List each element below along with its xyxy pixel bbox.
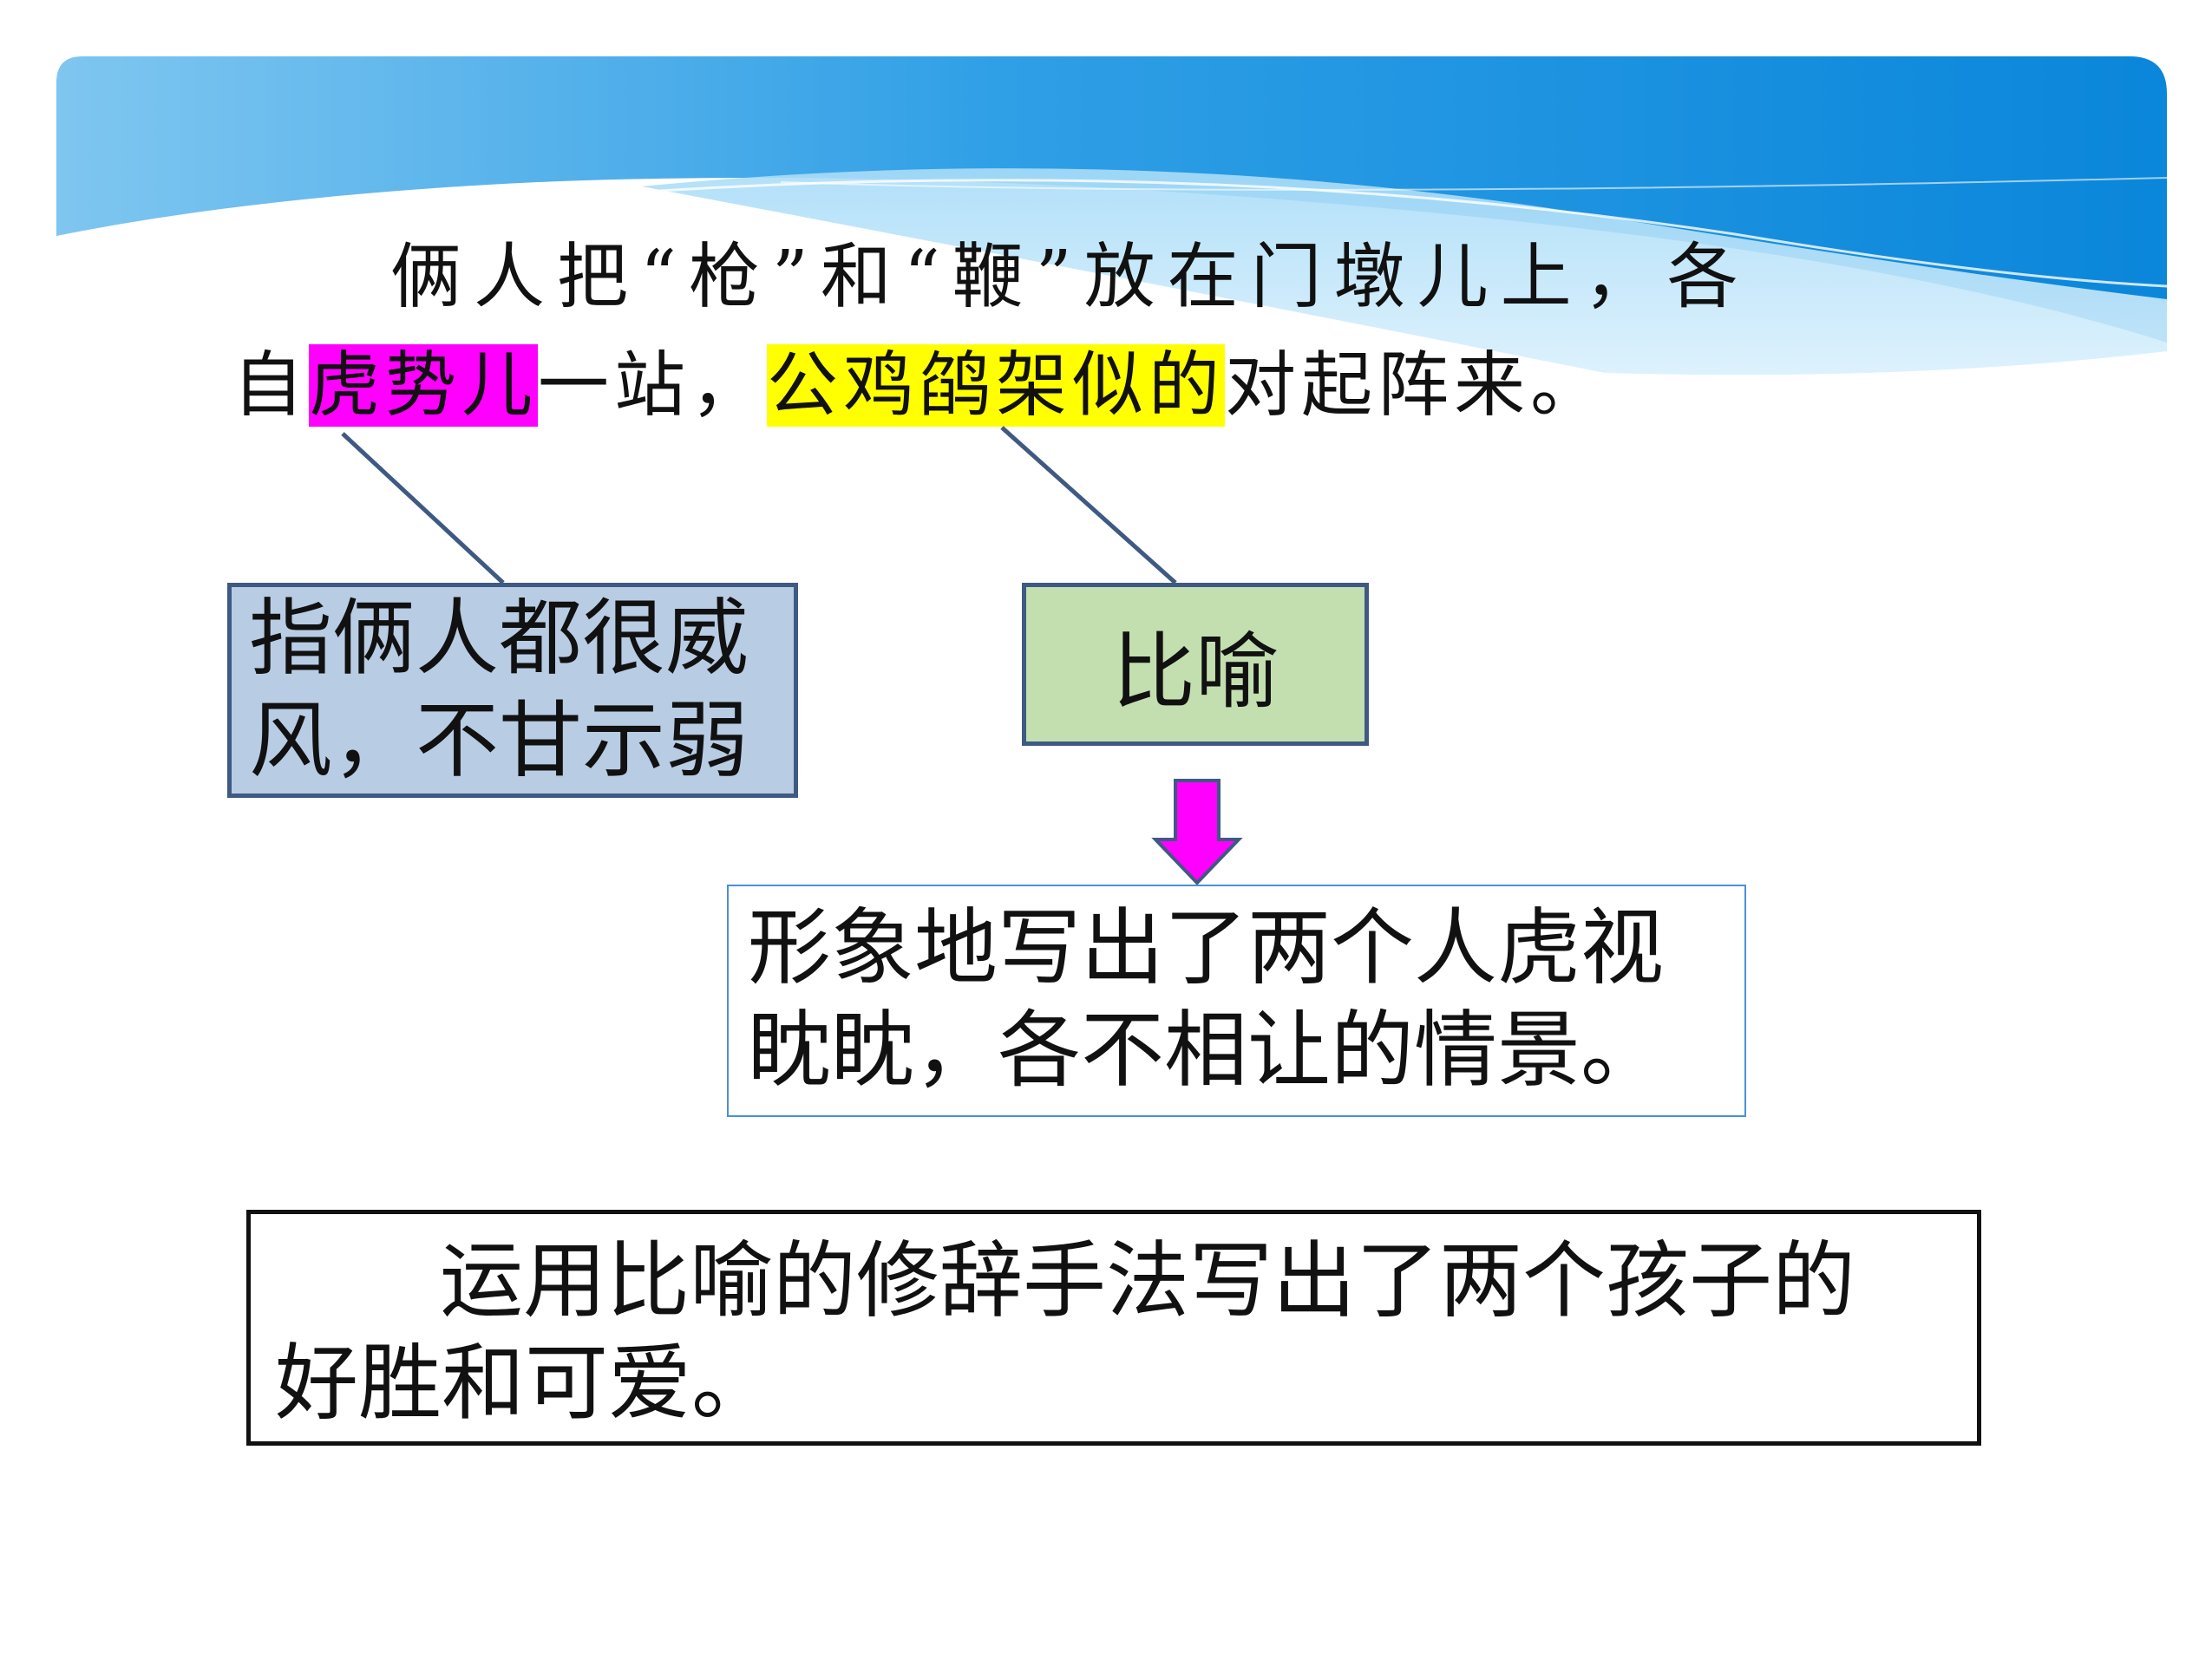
summary-line-1-text: 运用比喻的修辞手法写出了两个孩子的 xyxy=(440,1232,1855,1329)
sentence-prefix: 自 xyxy=(232,344,310,427)
summary-line: 好胜和可爱。 xyxy=(275,1335,775,1432)
sentence-middle: 一站， xyxy=(538,344,768,427)
phrase-rooster-highlight: 公鸡鹐架似的 xyxy=(767,344,1226,427)
meaning-line: 风，不甘示弱 xyxy=(249,692,749,789)
summary-box: 运用比喻的修辞手法写出了两个孩子的 好胜和可爱。 xyxy=(246,1210,1981,1446)
metaphor-box: 比喻 xyxy=(1022,583,1369,746)
effect-line: 形象地写出了两个人虎视 xyxy=(748,899,1664,996)
effect-line: 眈眈，各不相让的情景。 xyxy=(748,1002,1664,1099)
meaning-box: 指俩人都很威 风，不甘示弱 xyxy=(227,583,798,798)
down-arrow-icon xyxy=(1151,779,1243,885)
meaning-line: 指俩人都很威 xyxy=(249,590,749,687)
connector-line-tiger xyxy=(341,432,505,585)
header-wave-banner xyxy=(56,56,2168,376)
sentence-suffix: 对起阵来。 xyxy=(1225,344,1607,427)
phrase-tiger-highlight: 虎势儿 xyxy=(309,344,539,427)
metaphor-label: 比喻 xyxy=(1112,623,1279,721)
effect-box: 形象地写出了两个人虎视 眈眈，各不相让的情景。 xyxy=(727,885,1746,1117)
summary-line: 运用比喻的修辞手法写出了两个孩子的 xyxy=(275,1230,1953,1332)
sentence-line-1: 俩人把“枪”和“鞭”放在门墩儿上，各 xyxy=(390,236,1751,318)
sentence-line-2: 自虎势儿一站，公鸡鹐架似的对起阵来。 xyxy=(232,338,1607,434)
